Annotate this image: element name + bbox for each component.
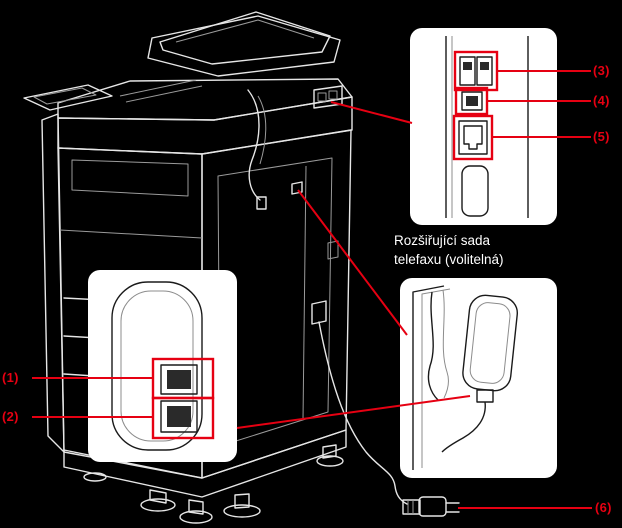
callout-6-label: (6)	[595, 500, 612, 515]
power-inlet	[311, 300, 327, 325]
power-plug-icon	[402, 496, 460, 517]
phone-jacks-inset-box	[88, 270, 237, 462]
callout-4-label: (4)	[593, 93, 610, 108]
cover-plate-icon	[461, 165, 489, 217]
power-cord	[318, 321, 408, 505]
phone-jacks-inset	[88, 270, 237, 462]
callout-2-label: (2)	[2, 409, 19, 424]
callout-5-label: (5)	[593, 129, 610, 144]
fax-kit-inset-box	[400, 278, 557, 478]
connector-panel-inset	[410, 28, 557, 225]
callout-line-fax-to-jacks-inset	[236, 395, 471, 429]
control-panel	[23, 84, 113, 111]
callout-line-ports-to-panel-inset	[330, 101, 413, 124]
callout-1-label: (1)	[2, 370, 19, 385]
fax-kit-inset	[400, 278, 557, 478]
fax-kit-caption-line2: telefaxu (volitelná)	[394, 252, 504, 267]
callout-line-body-to-fax-inset	[297, 189, 408, 336]
fax-kit-caption: Rozšiřující sada telefaxu (volitelná)	[394, 231, 564, 269]
document-feeder	[147, 15, 341, 77]
usb-a-ports-icon	[459, 56, 493, 86]
usb-b-port-icon	[461, 91, 483, 111]
telephone-jack-upper-icon	[160, 364, 198, 395]
connector-panel-inset-box	[410, 28, 557, 225]
rear-cables	[247, 89, 261, 201]
lan-port-icon	[458, 120, 488, 155]
telephone-jack-lower-icon	[160, 400, 198, 433]
fax-kit-caption-line1: Rozšiřující sada	[394, 233, 491, 248]
callout-3-label: (3)	[593, 63, 610, 78]
